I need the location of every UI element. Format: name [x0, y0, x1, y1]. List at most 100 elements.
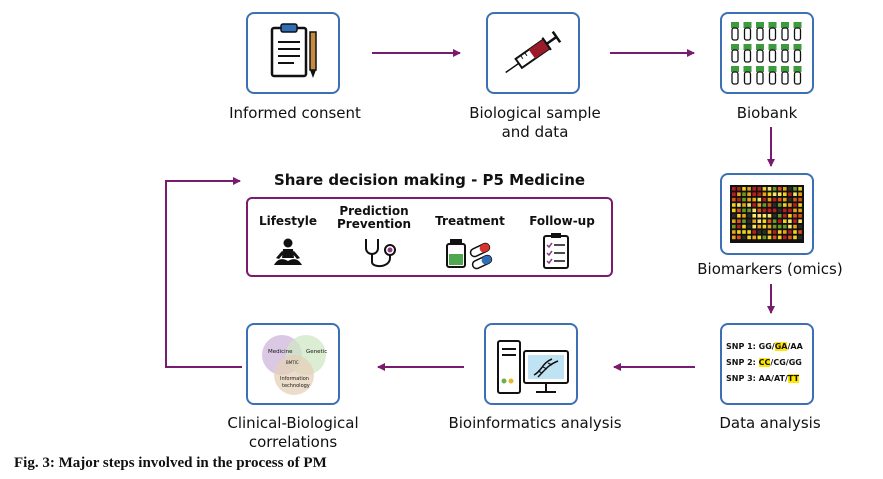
heatmap-cell — [762, 224, 767, 229]
heatmap-cell — [737, 219, 741, 223]
heatmap-cell — [798, 219, 802, 223]
heatmap-cell — [777, 187, 782, 191]
heatmap-cell — [747, 208, 751, 213]
p5-treatment-label: Treatment — [435, 214, 505, 228]
heatmap-cell — [798, 208, 802, 213]
heatmap-cell — [762, 197, 767, 202]
venn-center-label: BMTIC — [286, 360, 299, 365]
clinical-label: Clinical-Biological correlations — [190, 414, 396, 452]
heatmap-cell — [737, 235, 741, 240]
heatmap-cell — [757, 203, 762, 207]
heatmap-cell — [767, 192, 772, 196]
heatmap-cell — [747, 235, 751, 240]
heatmap-cell — [772, 203, 777, 207]
snp-line-2: SNP 2: CC/CG/GG — [726, 355, 803, 371]
test-tube — [743, 44, 752, 63]
sample-label: Biological sample and data — [440, 104, 630, 142]
heatmap-cell — [777, 235, 782, 240]
heatmap-cell — [747, 192, 751, 196]
heatmap-cell — [798, 214, 802, 218]
snp-list: SNP 1: GG/GA/AA SNP 2: CC/CG/GG SNP 3: A… — [726, 339, 803, 387]
heatmap-cell — [737, 203, 741, 207]
heatmap-cell — [767, 235, 772, 240]
heatmap-cell — [732, 230, 736, 234]
heatmap-cell — [772, 219, 777, 223]
stethoscope-icon — [365, 239, 396, 268]
heatmap-cell — [747, 219, 751, 223]
heatmap-cell — [772, 187, 777, 191]
heatmap-cell — [777, 208, 782, 213]
heatmap-cell — [788, 208, 792, 213]
heatmap-cell — [732, 214, 736, 218]
snp2-suffix: /CG/GG — [770, 358, 802, 367]
consent-label: Informed consent — [229, 104, 361, 122]
venn-genetic-label: Genetic — [306, 349, 327, 355]
test-tube — [781, 22, 789, 41]
heatmap-cell — [772, 214, 777, 218]
bioinformatics-box — [484, 323, 578, 405]
heatmap-cell — [798, 192, 802, 196]
heatmap-cell — [777, 219, 782, 223]
p5-prevention-line: Prevention — [337, 217, 411, 231]
heatmap-cell — [788, 230, 792, 234]
biobank-label: Biobank — [736, 104, 798, 122]
heatmap-cell — [752, 214, 756, 218]
heatmap-cell — [783, 235, 787, 240]
syringe-icon — [505, 30, 562, 74]
consent-box — [246, 12, 340, 94]
test-tube — [793, 44, 802, 63]
test-tube — [756, 66, 764, 85]
p5-prediction-label: Prediction Prevention — [330, 205, 418, 231]
heatmap-cell — [737, 192, 741, 196]
heatmap-cell — [777, 230, 782, 234]
heatmap-cell — [757, 224, 762, 229]
heatmap-cell — [742, 230, 746, 234]
heatmap-cell — [788, 192, 792, 196]
clinical-box: Medicine Genetic BMTIC Information techn… — [246, 323, 340, 405]
heatmap-cell — [783, 224, 787, 229]
heatmap-cell — [793, 214, 797, 218]
heatmap-cell — [762, 187, 767, 191]
test-tube — [743, 66, 752, 85]
heatmap-cell — [793, 203, 797, 207]
heatmap-cell — [757, 235, 762, 240]
heatmap-cell — [752, 208, 756, 213]
heatmap-cell — [777, 203, 782, 207]
sample-label-line2: and data — [501, 123, 569, 141]
heatmap-cell — [762, 208, 767, 213]
heatmap-cell — [747, 187, 751, 191]
heatmap-cell — [752, 203, 756, 207]
heatmap-cell — [767, 197, 772, 202]
heatmap-cell — [788, 203, 792, 207]
test-tube — [768, 66, 777, 85]
heatmap-cell — [767, 208, 772, 213]
heatmap-cell — [752, 192, 756, 196]
heatmap-cell — [777, 192, 782, 196]
clipboard-icon — [270, 23, 317, 78]
heatmap-cell — [783, 187, 787, 191]
heatmap-cell — [798, 197, 802, 202]
heatmap-cell — [767, 230, 772, 234]
heatmap-cell — [732, 187, 736, 191]
heatmap-cell — [762, 214, 767, 218]
venn-it-line1: Information — [280, 376, 309, 382]
heatmap-cell — [762, 203, 767, 207]
heatmap-cell — [783, 197, 787, 202]
snp1-highlight: GA — [774, 342, 788, 351]
biobank-box — [720, 12, 814, 94]
test-tube — [756, 44, 764, 63]
heatmap-cell — [732, 192, 736, 196]
heatmap-cell — [788, 187, 792, 191]
heatmap-cell — [742, 187, 746, 191]
heatmap-cell — [747, 214, 751, 218]
heatmap-cell — [798, 203, 802, 207]
sample-box — [486, 12, 580, 94]
heatmap-cell — [757, 187, 762, 191]
test-tube — [731, 22, 739, 41]
heatmap-cell — [783, 214, 787, 218]
heatmap-cell — [793, 187, 797, 191]
snp1-suffix: /AA — [787, 342, 803, 351]
heatmap-cell — [767, 219, 772, 223]
data-analysis-box: SNP 1: GG/GA/AA SNP 2: CC/CG/GG SNP 3: A… — [720, 323, 814, 405]
data-analysis-label: Data analysis — [719, 414, 821, 432]
